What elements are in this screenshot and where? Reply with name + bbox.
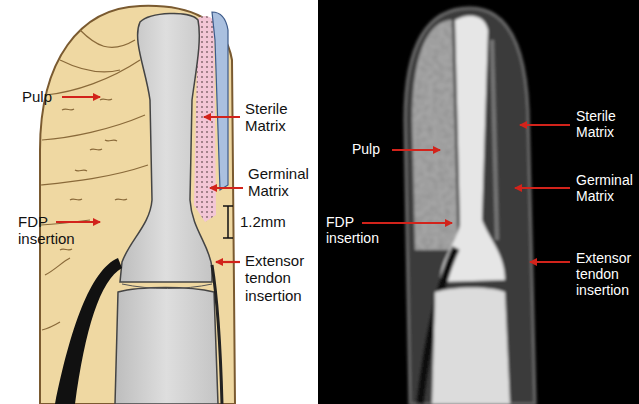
- part-label: FDP insertion: [326, 214, 390, 246]
- part-label: Pulp: [352, 141, 392, 157]
- part-label: Pulp: [22, 88, 82, 105]
- part-label: Sterile Matrix: [576, 108, 636, 140]
- dimension-label: 1.2mm: [240, 213, 310, 230]
- part-label: Germinal Matrix: [248, 165, 314, 200]
- part-label: Germinal Matrix: [576, 172, 636, 204]
- part-label: Extensor tendon insertion: [576, 250, 636, 298]
- part-label: Sterile Matrix: [245, 100, 315, 135]
- part-label: Extensor tendon insertion: [245, 252, 315, 304]
- part-label: FDP insertion: [18, 213, 88, 248]
